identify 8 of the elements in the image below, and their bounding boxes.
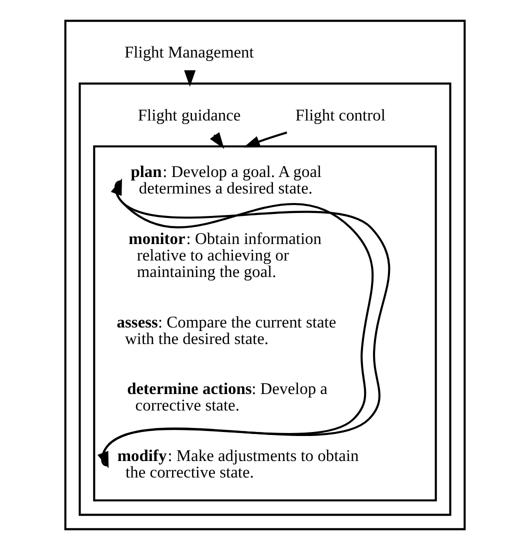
node-text: modify: Make adjustments to obtain the corrective state. — [116, 446, 358, 482]
node-text: monitor: Obtain information relative to achieving or maintaining the goal. — [128, 228, 322, 281]
node-text: assess: Compare the current state with the desired state. — [116, 312, 336, 348]
node-text: Flight control — [294, 105, 385, 124]
node-text: Flight Management — [124, 42, 254, 62]
node-text: plan: Develop a goal. A goal determines a desired state. — [130, 162, 322, 198]
node-text: Flight guidance — [137, 105, 240, 124]
node-text: determine actions: Develop a corrective state. — [126, 379, 327, 415]
